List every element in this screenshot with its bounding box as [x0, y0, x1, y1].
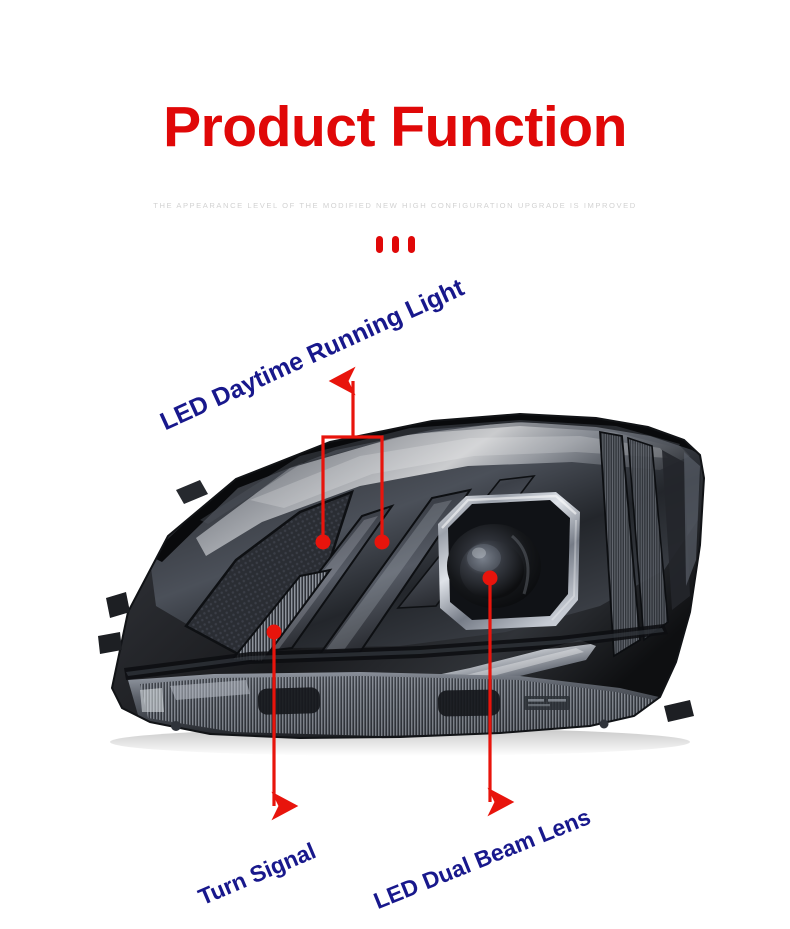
- dual-beam-projector: [438, 492, 580, 630]
- divider-dot: [407, 236, 415, 253]
- lower-reflector-band: [128, 672, 672, 738]
- right-light-guides: [599, 430, 700, 658]
- inner-mesh-panel: [186, 492, 352, 654]
- divider-dot: [375, 236, 383, 253]
- mounting-tabs: [98, 480, 694, 731]
- divider-dot: [391, 236, 399, 253]
- divider-dots: [0, 236, 790, 253]
- page-title: Product Function: [163, 95, 627, 159]
- page-subtitle: THE APPEARANCE LEVEL OF THE MODIFIED NEW…: [153, 201, 637, 210]
